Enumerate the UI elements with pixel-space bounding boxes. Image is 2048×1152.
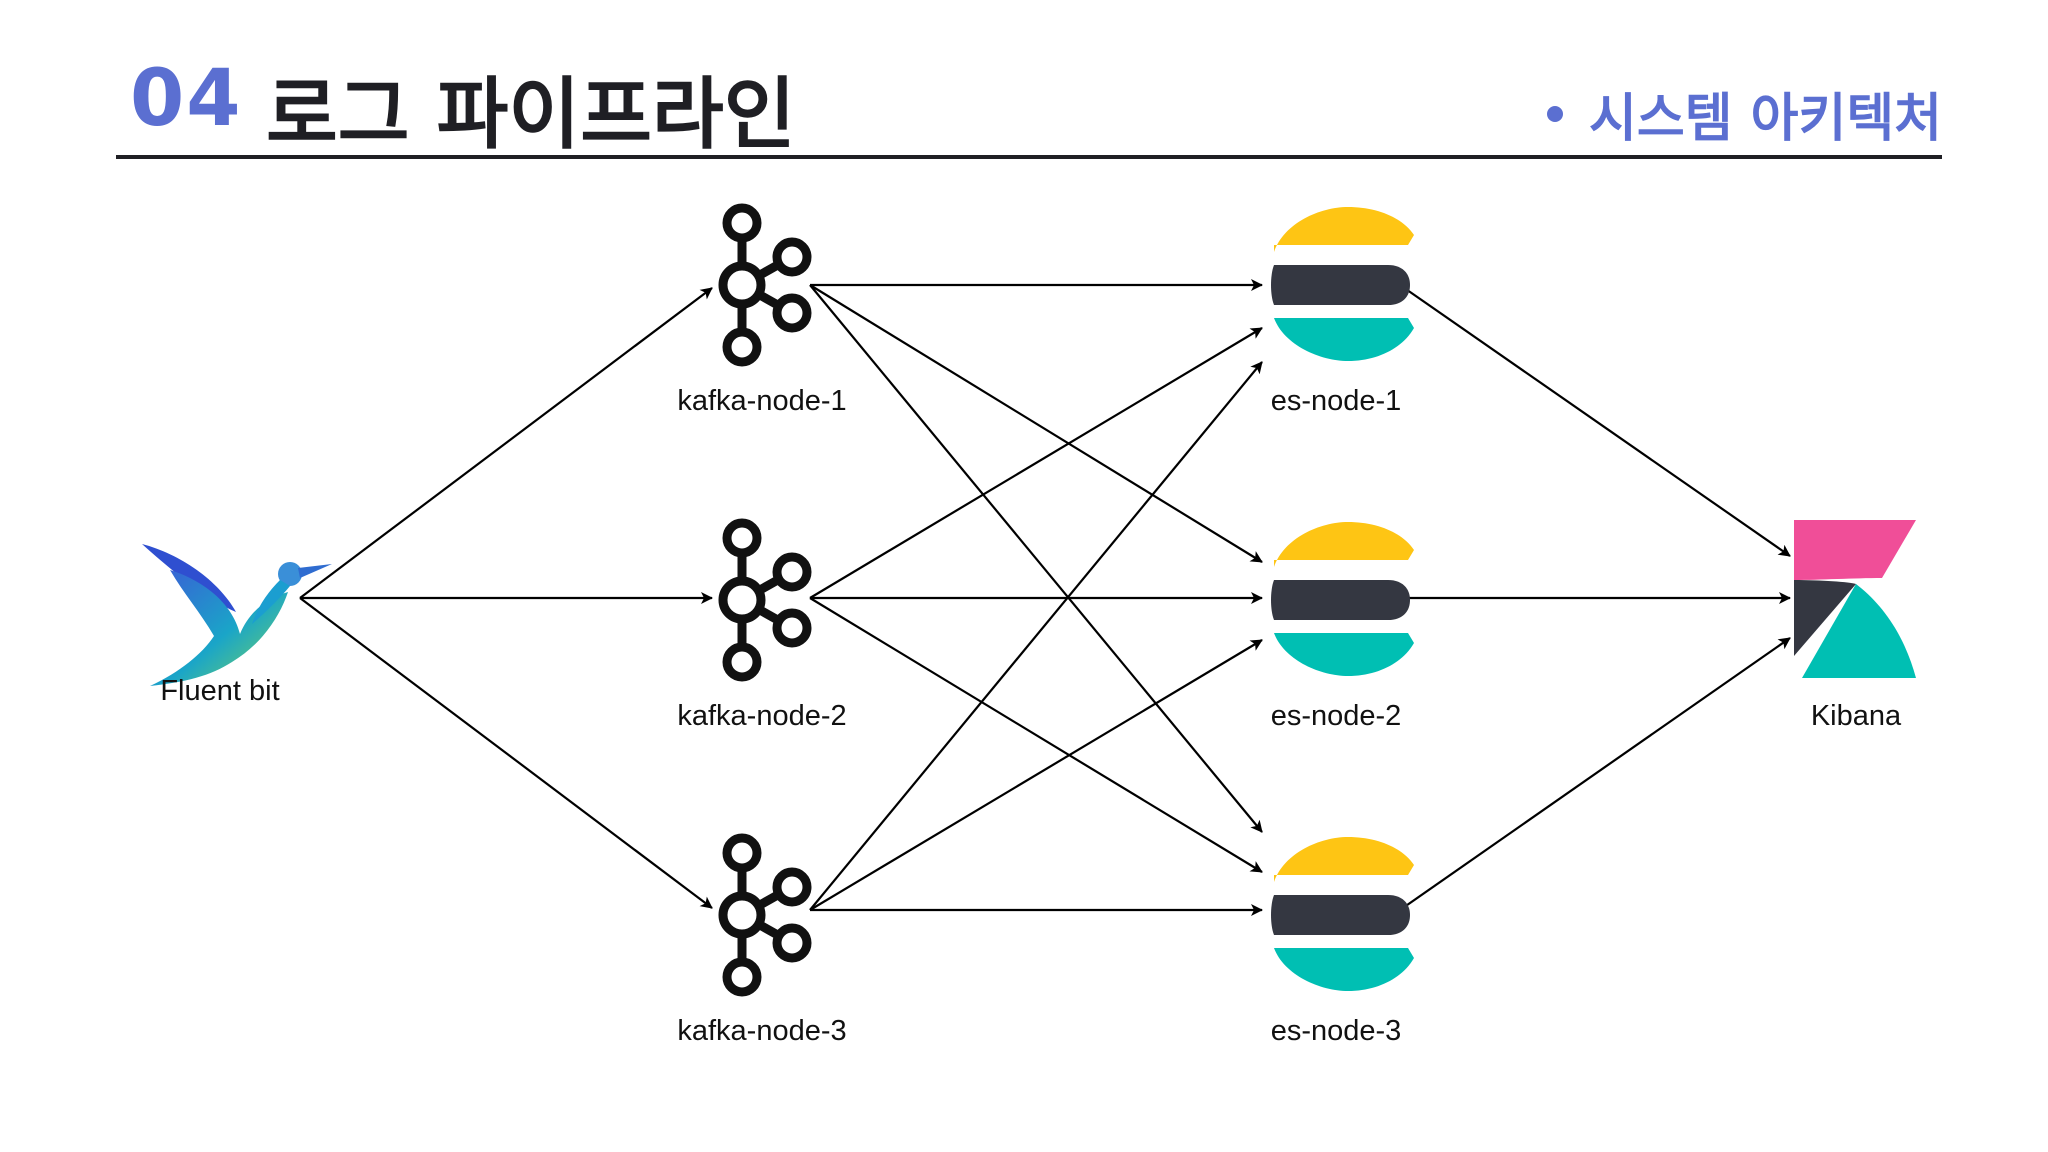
node-es-2: es-node-2 [1271,522,1414,732]
node-label-fluent-bit: Fluent bit [160,675,279,707]
node-es-3: es-node-3 [1271,837,1414,1047]
node-kafka-1: kafka-node-1 [677,203,847,417]
bullet-dot-icon [1547,105,1564,122]
edge-k3-e2 [809,639,1263,911]
edge-k2-e3 [809,597,1263,873]
edges-layer [299,279,1791,916]
node-label-kafka-3: kafka-node-3 [677,1015,846,1047]
node-fluent-bit: Fluent bit [142,544,332,707]
node-label-es-1: es-node-1 [1271,385,1402,417]
edge-k2-e1 [809,327,1263,599]
node-kafka-3: kafka-node-3 [677,833,847,1047]
edge-fluent-k3 [299,597,713,909]
node-kibana: Kibana [1794,520,1916,732]
node-kafka-2: kafka-node-2 [677,518,847,732]
edge-e1-kibana [1399,284,1791,557]
subtitle-text: 시스템 아키텍처 [1589,89,1942,149]
edge-fluent-k1 [299,287,713,599]
edge-k3-e1 [809,361,1263,911]
kibana-icon [1794,520,1916,678]
node-label-kafka-2: kafka-node-2 [677,700,846,732]
page-title: 로그 파이프라인 [266,70,796,160]
edge-e3-kibana [1399,637,1791,911]
section-subtitle: 시스템 아키텍처 [1547,76,1942,151]
node-label-kibana: Kibana [1811,700,1902,732]
hummingbird-icon [142,544,332,686]
node-label-es-3: es-node-3 [1271,1015,1402,1047]
elasticsearch-icon [1271,522,1414,676]
node-label-kafka-1: kafka-node-1 [677,385,846,417]
header-divider [116,155,1942,159]
edge-k1-e2 [809,284,1263,563]
kafka-icon [718,833,812,997]
kafka-icon [718,518,812,682]
node-es-1: es-node-1 [1271,207,1414,417]
kafka-icon [718,203,812,367]
elasticsearch-icon [1271,837,1414,991]
node-label-es-2: es-node-2 [1271,700,1402,732]
section-number: 04 [130,54,243,144]
slide-header: 04 로그 파이프라인 시스템 아키텍처 [116,48,1942,160]
elasticsearch-icon [1271,207,1414,361]
edge-k1-e3 [809,284,1263,833]
